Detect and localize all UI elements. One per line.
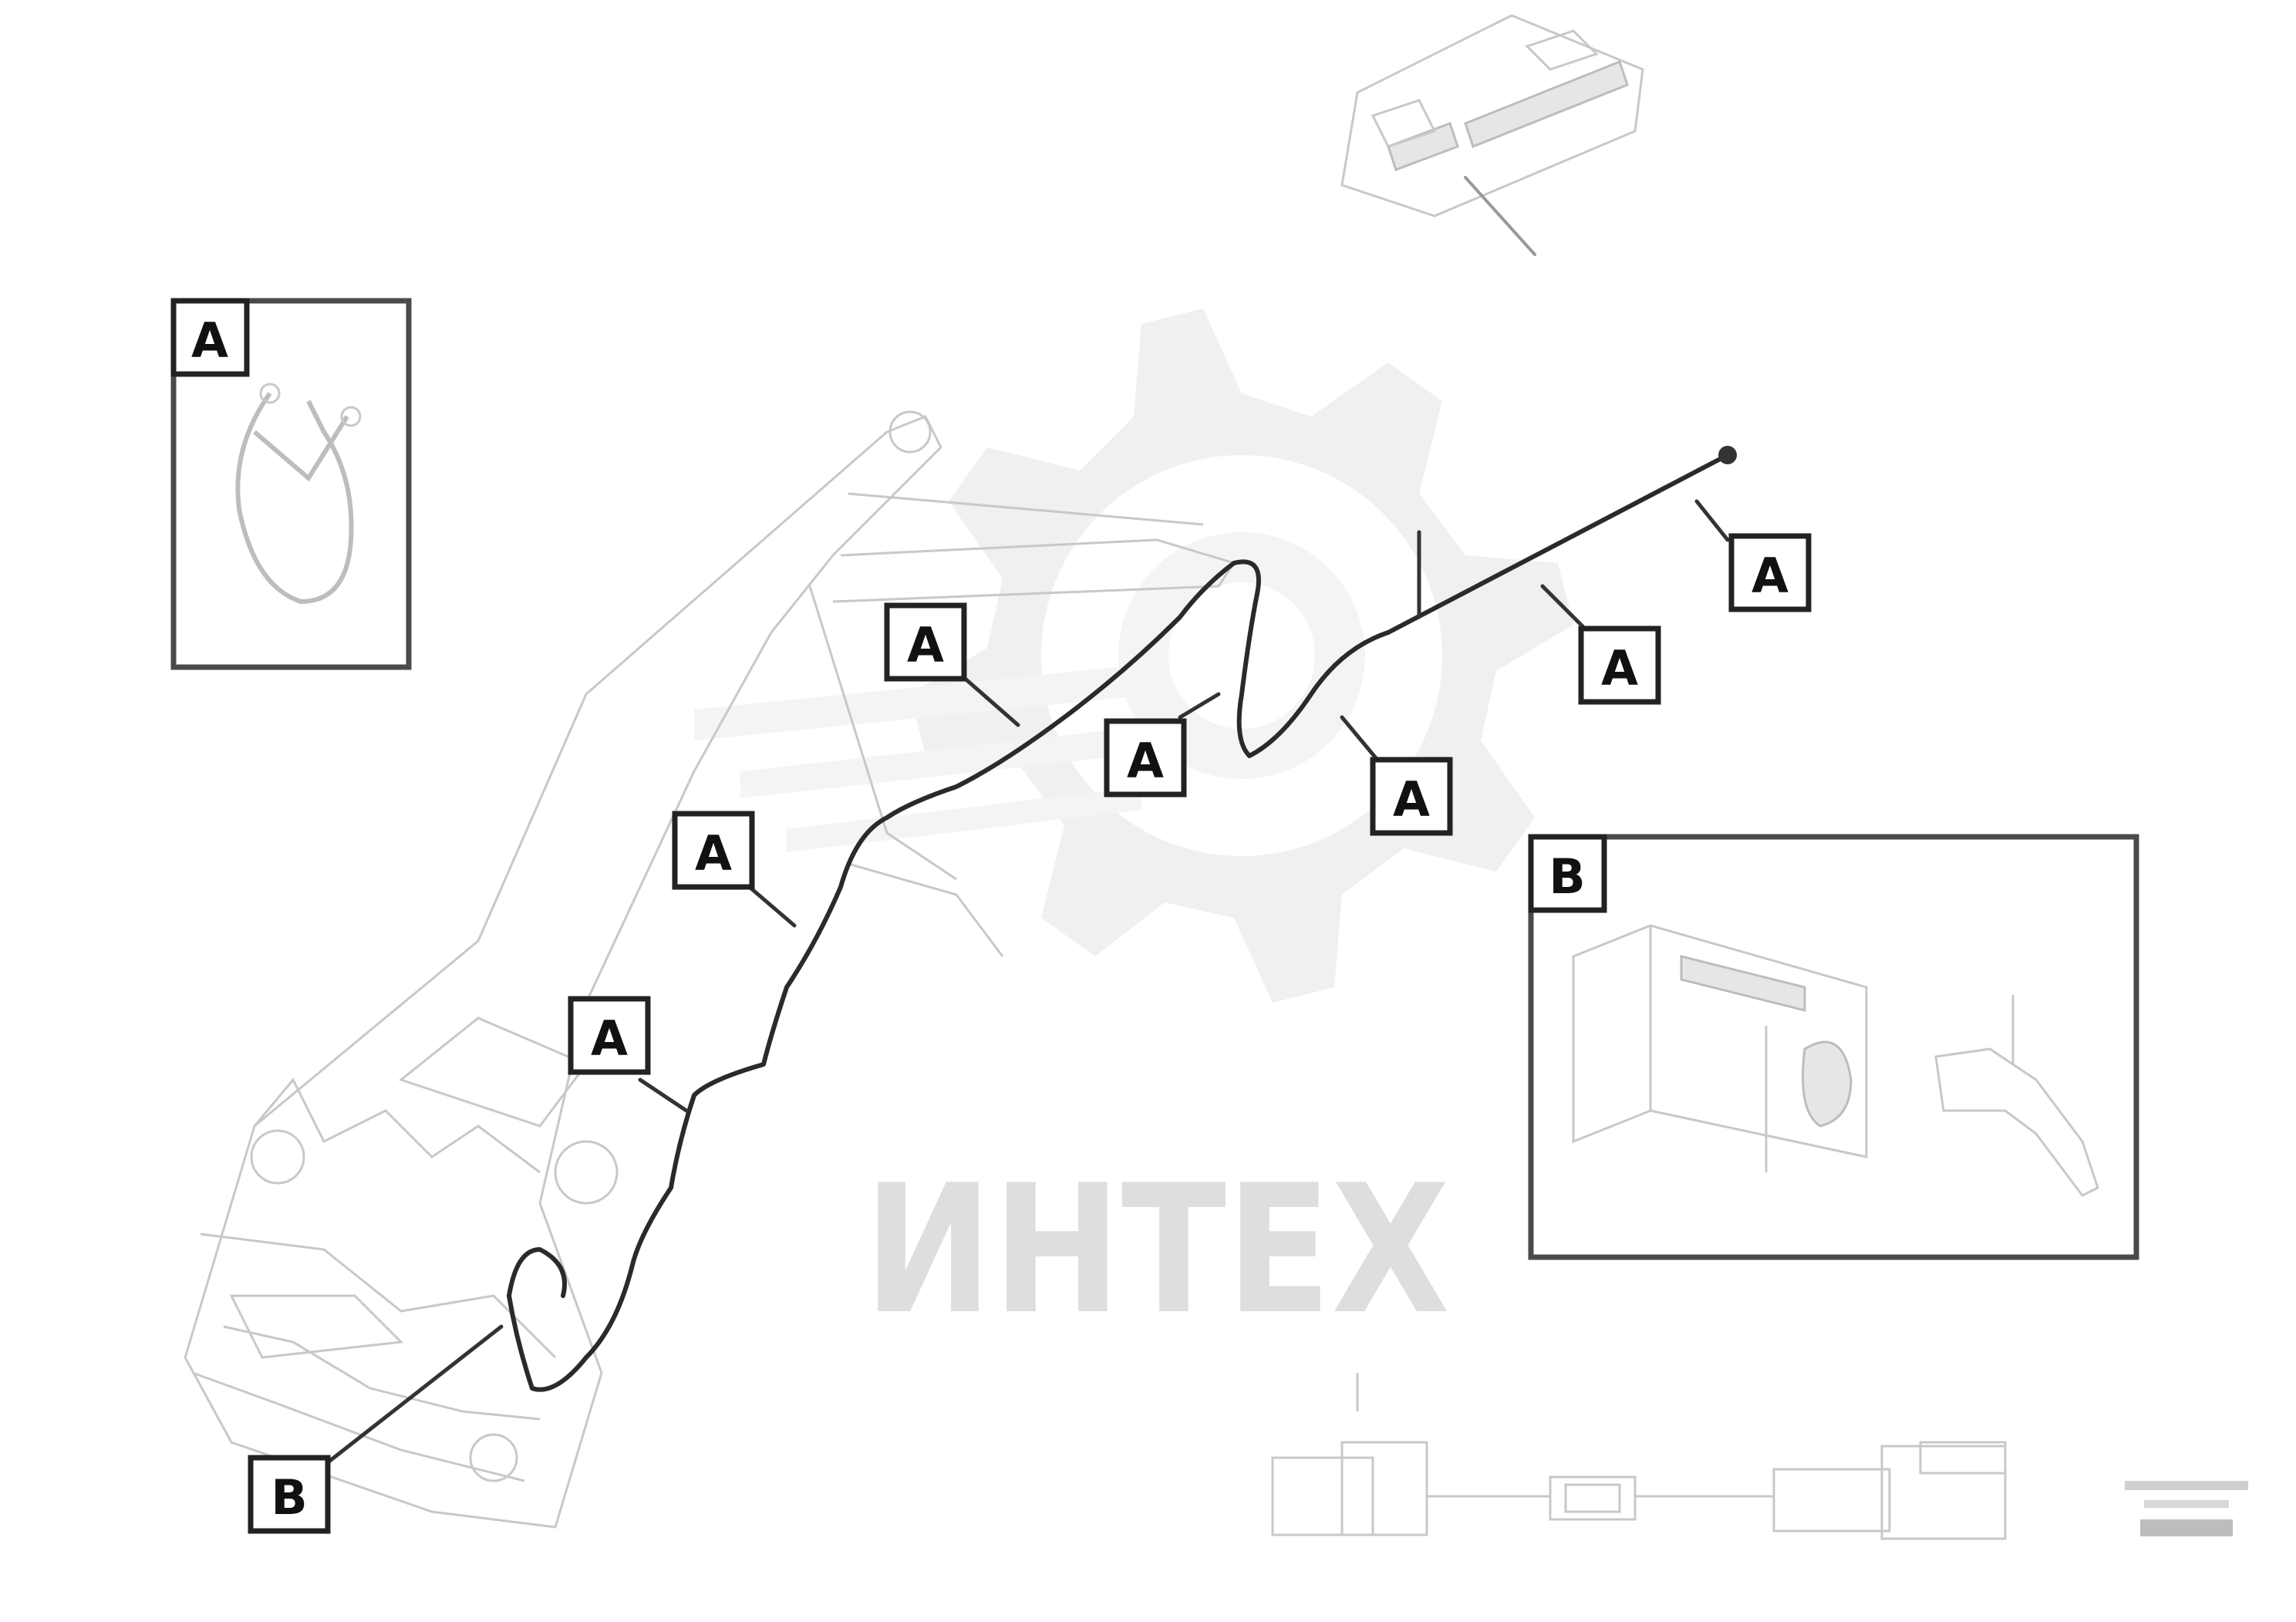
callout-a-3: A bbox=[1370, 757, 1453, 836]
watermark-text: ИНТЕХ bbox=[864, 1148, 1450, 1354]
svg-text:A: A bbox=[591, 1010, 628, 1067]
callout-a-5: A bbox=[1728, 533, 1812, 612]
connector-assembly bbox=[1271, 1373, 2007, 1540]
svg-text:A: A bbox=[907, 617, 944, 673]
callout-b-1: B bbox=[248, 1455, 331, 1534]
control-panel-part bbox=[1340, 14, 1644, 256]
callout-a-6: A bbox=[672, 811, 755, 890]
cable-end-connector bbox=[1718, 446, 1737, 464]
svg-text:A: A bbox=[695, 825, 732, 882]
cable-harness bbox=[507, 453, 1730, 1392]
svg-text:B: B bbox=[271, 1469, 307, 1526]
gear-icon bbox=[694, 309, 1573, 1003]
callout-a-2: A bbox=[1104, 718, 1187, 798]
callout-a-1: A bbox=[884, 602, 967, 682]
callout-a-7: A bbox=[568, 996, 651, 1075]
svg-text:A: A bbox=[1752, 548, 1789, 604]
inset-a: A bbox=[170, 298, 412, 670]
svg-text:B: B bbox=[1549, 848, 1585, 905]
svg-text:A: A bbox=[1601, 640, 1638, 696]
svg-text:A: A bbox=[191, 312, 228, 369]
loader-arm-outline bbox=[184, 410, 1236, 1529]
callout-leaders bbox=[322, 499, 1730, 1468]
svg-text:A: A bbox=[1393, 771, 1430, 828]
reference-code-block bbox=[2125, 1481, 2248, 1536]
svg-text:A: A bbox=[1127, 733, 1164, 789]
callout-a-4: A bbox=[1578, 626, 1661, 705]
inset-b: B bbox=[1528, 834, 2139, 1260]
